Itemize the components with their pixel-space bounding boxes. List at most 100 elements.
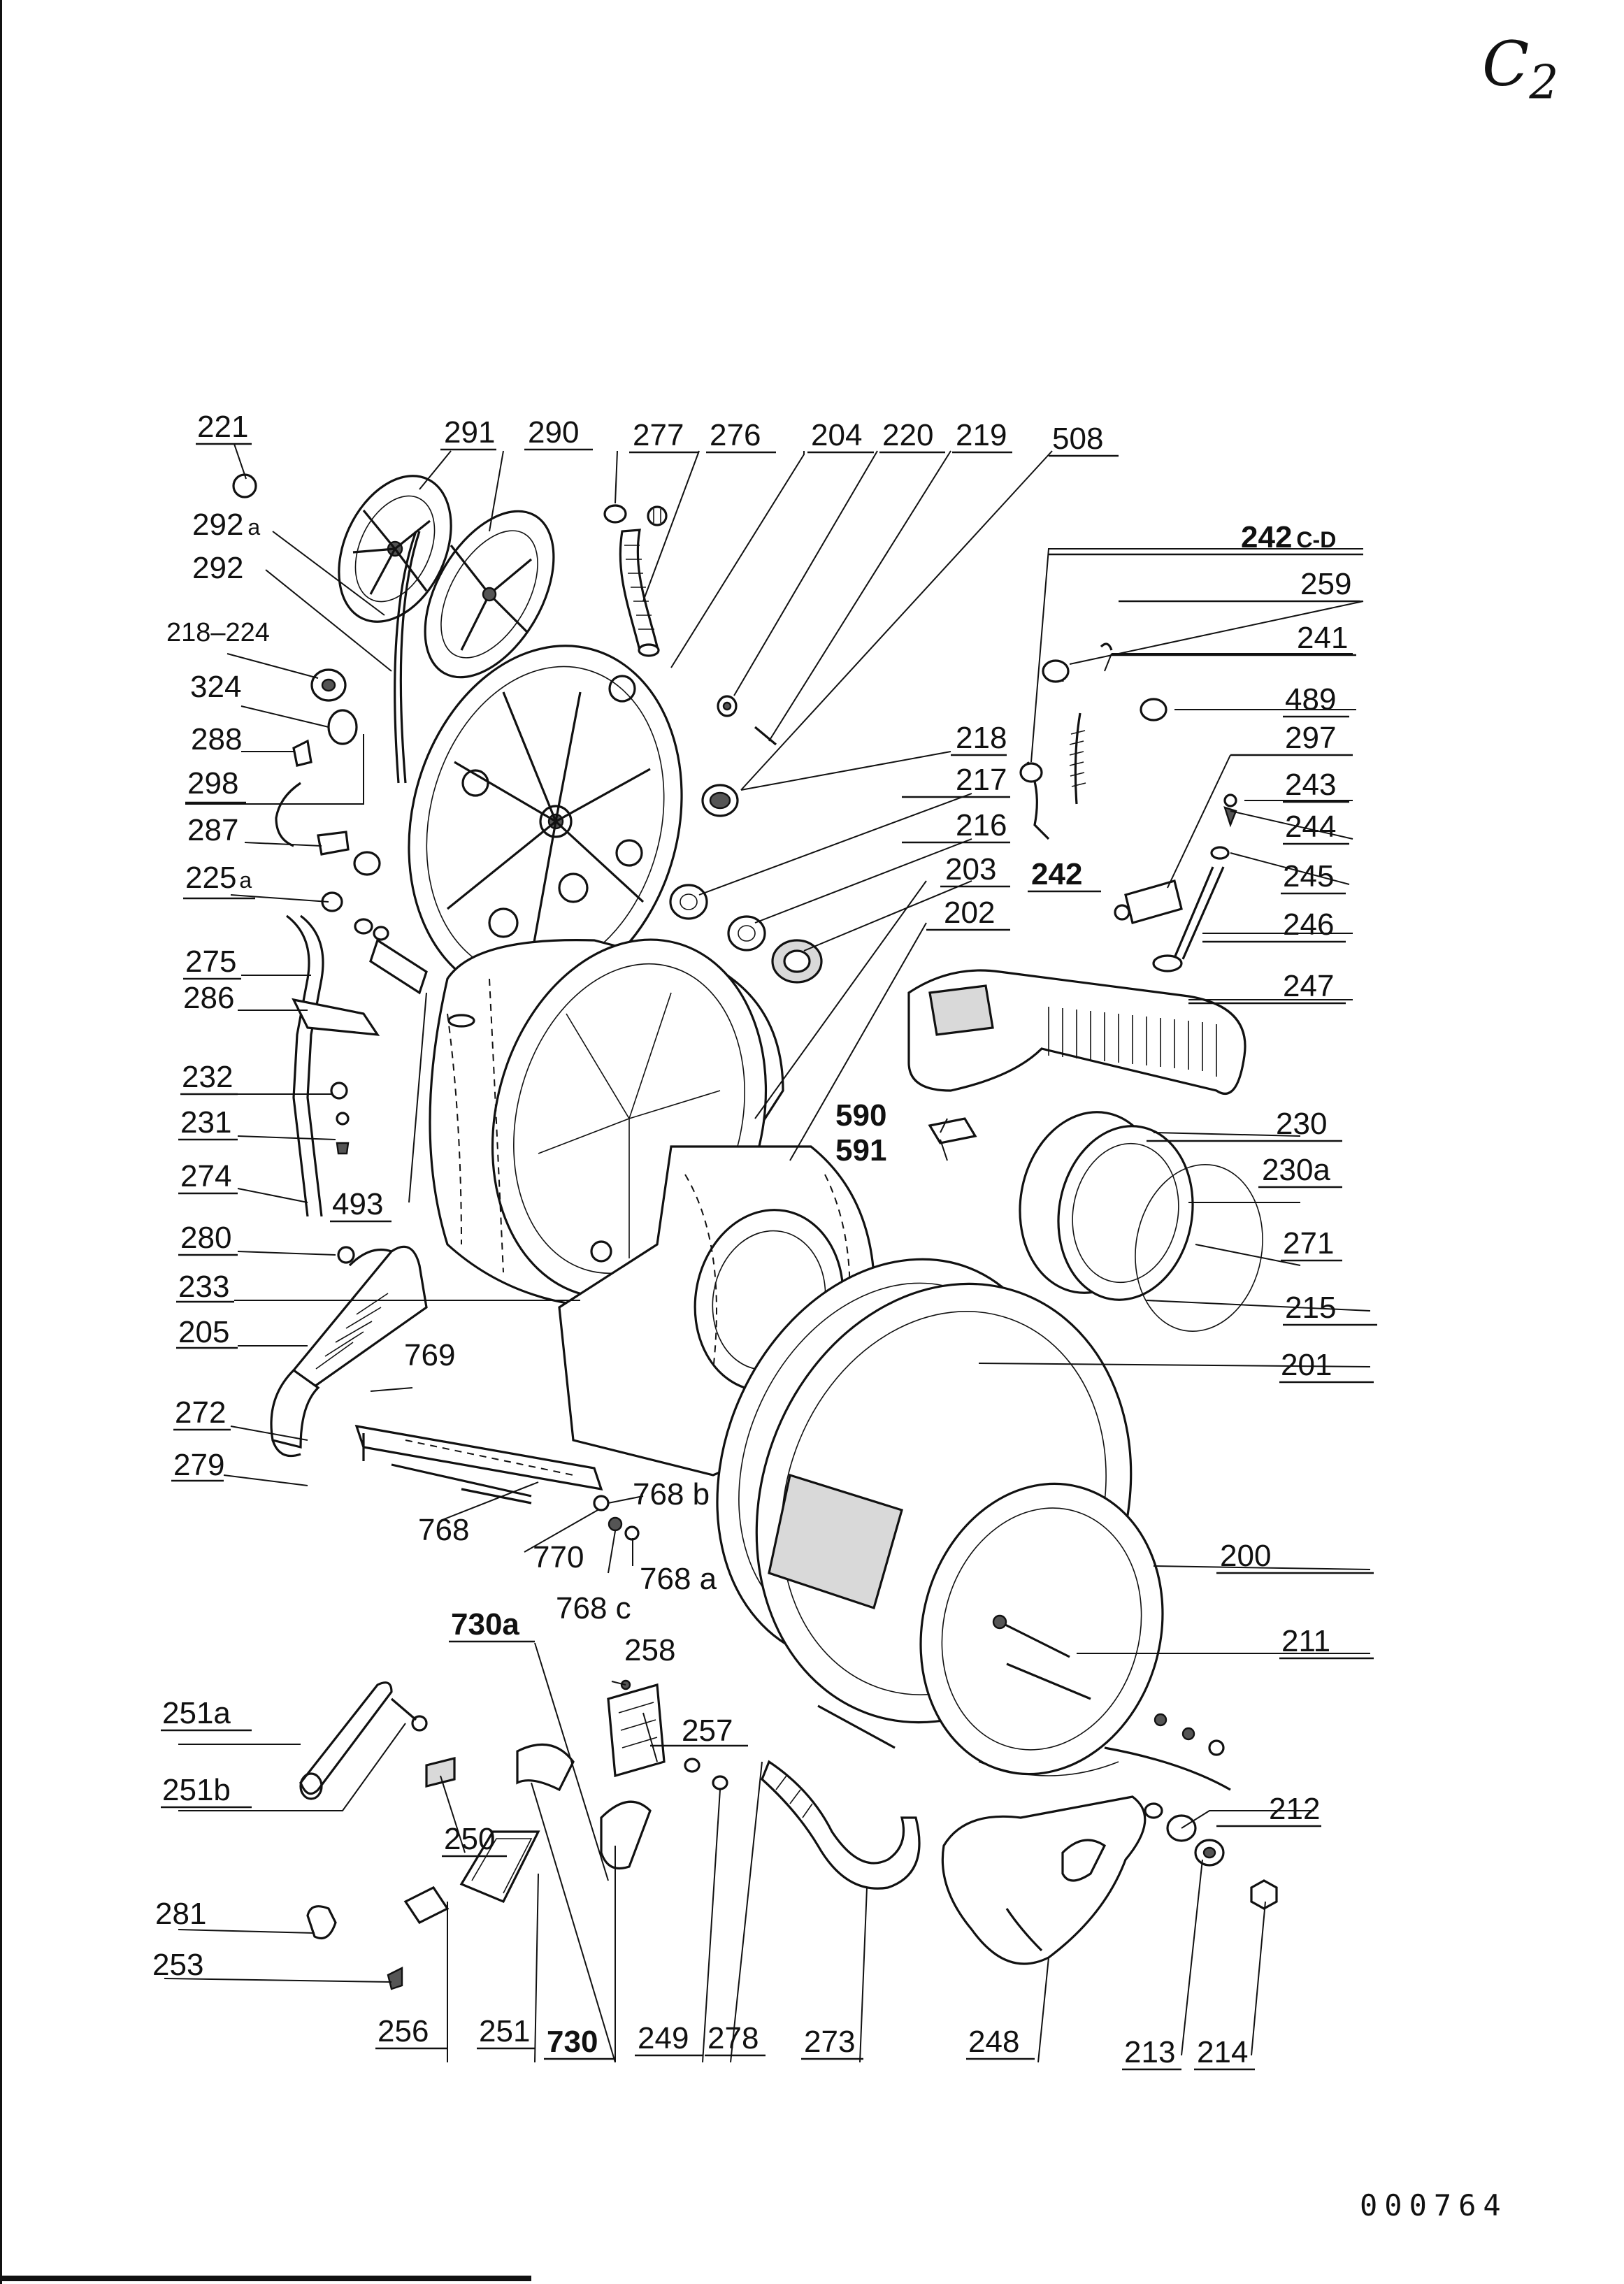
label-218: 218 xyxy=(956,721,1007,755)
tub-half-200 xyxy=(755,1282,1164,1776)
label-768: 768 xyxy=(418,1513,469,1547)
label-217: 217 xyxy=(956,763,1007,797)
label-769: 769 xyxy=(404,1338,455,1372)
rod-246 xyxy=(1114,793,1237,972)
label-211: 211 xyxy=(1281,1624,1330,1658)
label-231: 231 xyxy=(180,1105,231,1140)
label-248: 248 xyxy=(968,2025,1019,2059)
label-489: 489 xyxy=(1285,682,1336,717)
label-290: 290 xyxy=(528,415,579,450)
small-parts-250 xyxy=(306,1756,540,1990)
bracket-730 xyxy=(516,1679,728,1870)
label-213: 213 xyxy=(1124,2035,1175,2069)
pulley-290 xyxy=(424,510,555,679)
label-203: 203 xyxy=(945,852,996,886)
label-232: 232 xyxy=(182,1060,233,1094)
label-233: 233 xyxy=(178,1270,229,1304)
label-768c: 768 c xyxy=(556,1591,631,1625)
label-281: 281 xyxy=(155,1897,206,1931)
label-279: 279 xyxy=(173,1448,224,1482)
label-221: 221 xyxy=(197,410,248,444)
label-273: 273 xyxy=(804,2025,855,2059)
label-768a: 768 a xyxy=(640,1562,717,1596)
hinge-251 xyxy=(299,1681,428,1800)
page-corner-mark: C2 xyxy=(1482,28,1559,110)
label-730a: 730a xyxy=(451,1607,519,1642)
small-fittings xyxy=(232,473,475,1264)
label-245: 245 xyxy=(1283,859,1334,893)
label-271: 271 xyxy=(1283,1226,1334,1260)
label-251: 251 xyxy=(479,2014,530,2048)
label-257: 257 xyxy=(682,1714,733,1748)
spring-242 xyxy=(1019,642,1167,840)
hose-205 xyxy=(270,1245,428,1458)
document-number: 000764 xyxy=(1360,2188,1508,2222)
label-216: 216 xyxy=(956,808,1007,842)
label-212: 212 xyxy=(1269,1792,1320,1826)
label-200: 200 xyxy=(1220,1539,1271,1573)
label-241: 241 xyxy=(1297,621,1348,655)
label-253: 253 xyxy=(152,1948,203,1982)
label-247: 247 xyxy=(1283,969,1334,1003)
label-297: 297 xyxy=(1285,721,1336,755)
label-219: 219 xyxy=(956,418,1007,452)
label-288: 288 xyxy=(191,722,242,756)
bearings xyxy=(669,695,823,984)
label-287: 287 xyxy=(187,813,238,847)
label-291: 291 xyxy=(444,415,495,450)
belt-292a xyxy=(394,531,417,784)
label-590: 590 xyxy=(835,1098,886,1133)
label-272: 272 xyxy=(175,1395,226,1430)
label-274: 274 xyxy=(180,1159,231,1193)
scan-edge-left xyxy=(0,0,2,2284)
label-230a: 230a xyxy=(1262,1153,1330,1187)
counterweight-247 xyxy=(907,969,1246,1095)
label-280: 280 xyxy=(180,1221,231,1255)
label-230: 230 xyxy=(1276,1107,1327,1141)
scan-edge-bottom xyxy=(0,2276,531,2281)
label-292: 292 xyxy=(192,551,243,585)
label-251a: 251a xyxy=(162,1696,231,1730)
label-275: 275 xyxy=(185,945,236,979)
label-214: 214 xyxy=(1197,2035,1248,2069)
label-215: 215 xyxy=(1285,1291,1336,1325)
label-768b: 768 b xyxy=(633,1477,710,1511)
label-591: 591 xyxy=(835,1133,886,1168)
leader-lines xyxy=(164,443,1371,2063)
label-493: 493 xyxy=(332,1187,383,1221)
rail-768 xyxy=(354,1424,640,1541)
label-243: 243 xyxy=(1285,768,1336,802)
hose-276 xyxy=(619,529,660,657)
washer-590 xyxy=(928,1117,977,1144)
label-246: 246 xyxy=(1283,907,1334,942)
label-770: 770 xyxy=(533,1540,584,1574)
label-276: 276 xyxy=(710,418,761,452)
label-256: 256 xyxy=(378,2014,429,2048)
label-205: 205 xyxy=(178,1315,229,1349)
label-277: 277 xyxy=(633,418,684,452)
tub-back-204 xyxy=(408,645,683,998)
label-201: 201 xyxy=(1281,1348,1332,1382)
label-258: 258 xyxy=(624,1633,675,1667)
label-324: 324 xyxy=(190,670,241,704)
label-508: 508 xyxy=(1052,422,1103,456)
label-250: 250 xyxy=(444,1822,495,1856)
label-251b: 251b xyxy=(162,1773,231,1807)
label-730: 730 xyxy=(547,2025,598,2059)
belt-292 xyxy=(399,531,421,784)
label-244: 244 xyxy=(1285,810,1336,844)
hose-273 xyxy=(761,1704,921,1890)
plate-248 xyxy=(941,1795,1147,1965)
label-220: 220 xyxy=(882,418,933,452)
door-seal-230 xyxy=(1019,1111,1263,1333)
clip-277 xyxy=(603,504,668,526)
label-298: 298 xyxy=(187,766,238,800)
label-249: 249 xyxy=(638,2021,689,2055)
label-242: 242 xyxy=(1031,857,1082,891)
